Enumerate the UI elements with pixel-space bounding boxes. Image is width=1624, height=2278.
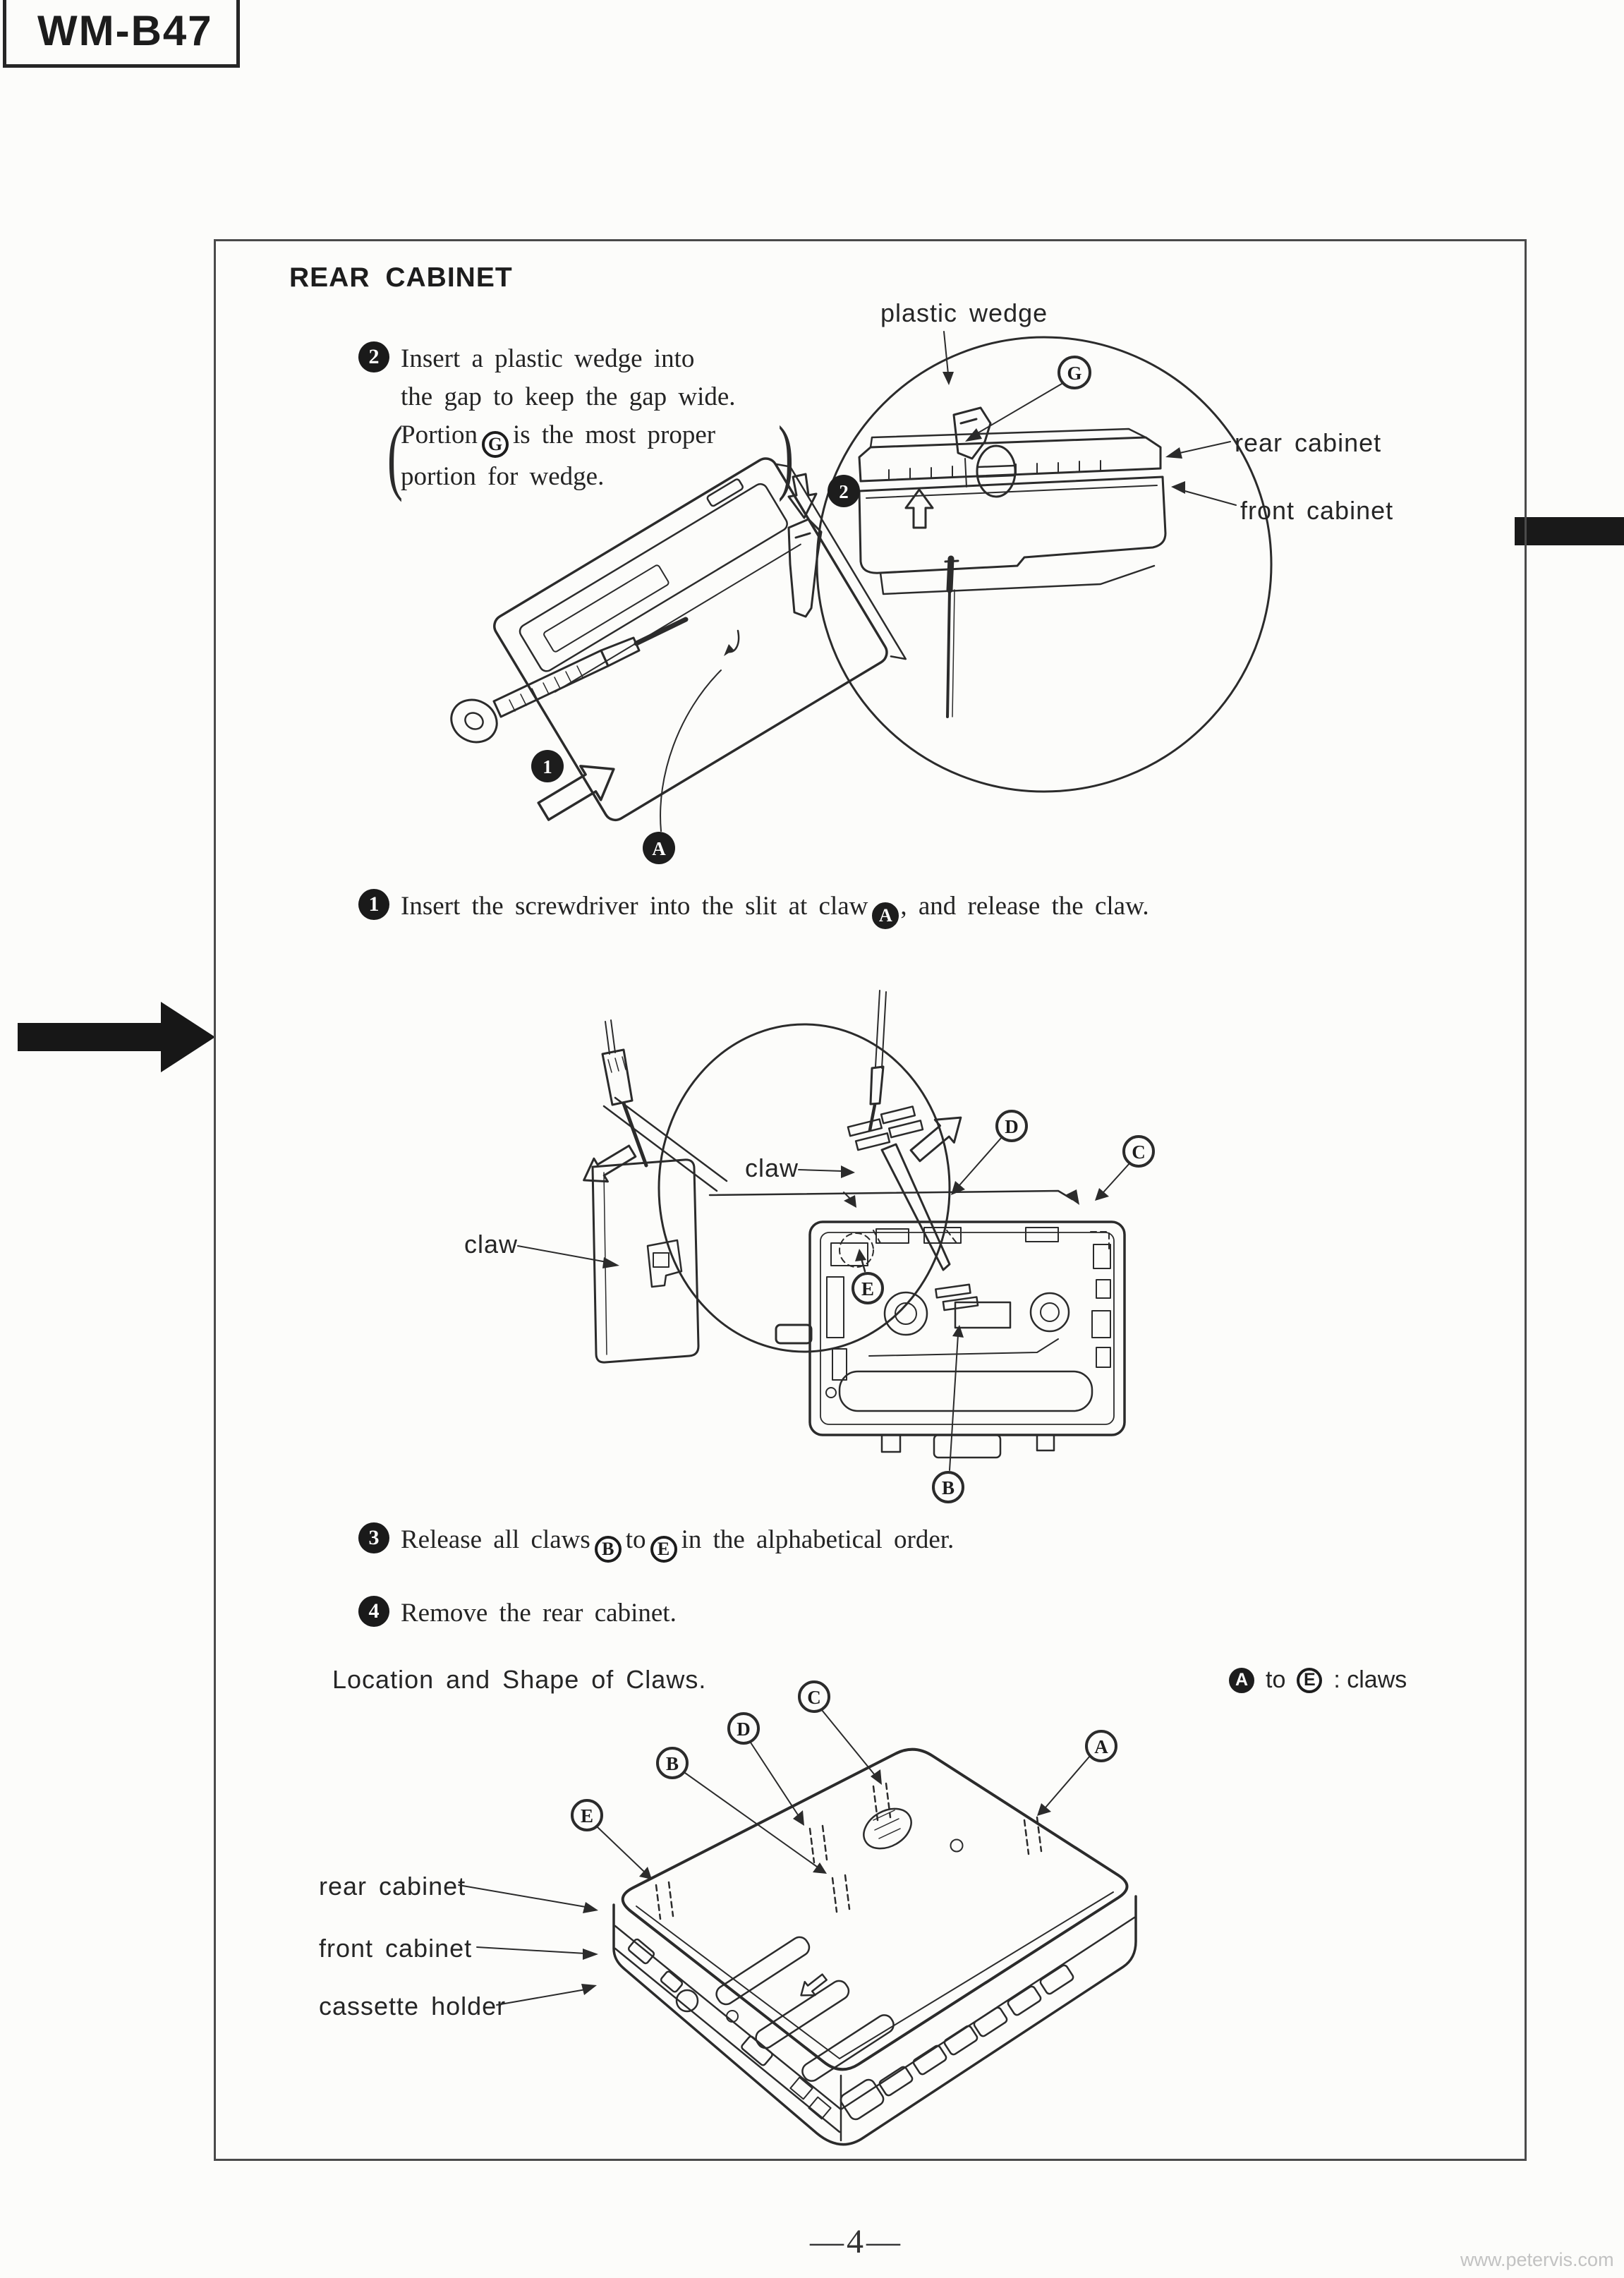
legend-suffix: : claws (1333, 1666, 1407, 1693)
rear-cabinet-label: rear cabinet (319, 1872, 466, 1901)
rewind-arrow-icon (800, 1973, 828, 1997)
step-2-marker: 2 (358, 341, 389, 372)
claw-detail (847, 1105, 924, 1151)
claw-e-marker: E (571, 1799, 652, 1879)
svg-text:E: E (581, 1805, 593, 1826)
chassis-rear-view (775, 1220, 1126, 1459)
screwdriver-side (601, 1019, 648, 1168)
front-cabinet-label: front cabinet (1240, 496, 1393, 525)
step-3-text-mid: to (625, 1525, 646, 1554)
step-1-text-after: , and release the claw. (900, 892, 1149, 921)
figure-step-1-marker: 1 (531, 750, 564, 782)
figure-step-2-marker: 2 (828, 475, 860, 507)
svg-text:B: B (942, 1477, 955, 1498)
claw-e-reference: E (650, 1536, 677, 1563)
svg-text:D: D (737, 1719, 751, 1740)
step-2-line-3-text-after: is the most proper (512, 420, 716, 449)
release-direction-arrow-icon (909, 1116, 962, 1163)
svg-text:2: 2 (839, 481, 849, 502)
claw-b-marker: B (656, 1747, 827, 1874)
svg-text:D: D (1005, 1116, 1019, 1137)
device-top-face (621, 1747, 1129, 2082)
screwdriver (450, 617, 689, 744)
walkman-unit (493, 457, 907, 822)
cassette-holder-label: cassette holder (319, 1992, 506, 2020)
plastic-wedge-shape (787, 518, 823, 618)
svg-text:A: A (1094, 1736, 1108, 1757)
step-1-marker: 1 (358, 889, 389, 920)
portion-g-callout: G (965, 356, 1091, 442)
model-number: WM-B47 (37, 7, 213, 54)
step-3-text: Release all claws (401, 1525, 590, 1554)
step-4-instruction: 4 Remove the rear cabinet. (358, 1594, 677, 1632)
portion-g-shape (976, 444, 1017, 498)
screwdriver-top (868, 990, 887, 1132)
claw-location-pointer (708, 1189, 1079, 1208)
claw-label-top: claw (745, 1153, 799, 1182)
figure-claw-release: claw claw (464, 990, 1155, 1503)
claw-a-marker: A (1037, 1730, 1117, 1816)
claw-pointer-wedge (880, 1143, 951, 1271)
content-frame (214, 239, 1527, 2161)
figure-claw-locations: C D B A E rear cabinet (319, 1680, 1137, 2146)
edge-index-bar (1515, 517, 1624, 545)
insert-down-arrow-icon (787, 473, 818, 519)
cabinet-cross-section (858, 406, 1167, 718)
model-number-box: WM-B47 (3, 0, 240, 68)
svg-text:1: 1 (543, 756, 552, 777)
step-1-text: Insert the screwdriver into the slit at … (401, 892, 868, 921)
push-direction-arrow-icon (537, 765, 615, 821)
svg-text:E: E (861, 1278, 874, 1299)
parenthesis-open: ( (387, 408, 403, 502)
claw-label-left: claw (464, 1230, 518, 1259)
step-2-line-1: Insert a plastic wedge into (401, 344, 695, 373)
figure-wedge-insertion: 1 2 A plastic wedge G rear cabinet (450, 298, 1393, 864)
legend-claw-e: E (1297, 1667, 1323, 1693)
portion-g-reference: G (481, 431, 509, 458)
detail-circle (816, 336, 1273, 793)
claw-a-marker: A (643, 832, 675, 864)
device-lower-body (612, 1895, 1137, 2146)
claw-d-marker: D (951, 1110, 1028, 1195)
claw-e-marker: E (852, 1249, 884, 1304)
step-2-instruction: 2 Insert a plastic wedge into the gap to… (358, 340, 736, 496)
step-1-instruction: 1 Insert the screwdriver into the slit a… (358, 887, 1149, 929)
claws-legend: A to E : claws (1225, 1666, 1414, 1694)
legend-claw-a: A (1229, 1667, 1254, 1693)
page-index-arrow-icon (18, 1002, 215, 1072)
claw-b-marker: B (932, 1325, 964, 1503)
step-4-text: Remove the rear cabinet. (401, 1599, 677, 1628)
claws-location-heading: Location and Shape of Claws. (332, 1665, 707, 1694)
svg-text:C: C (807, 1687, 821, 1708)
watermark: www.petervis.com (1460, 2249, 1614, 2270)
rear-cabinet-label: rear cabinet (1235, 428, 1381, 457)
step-2-line-4: portion for wedge. (401, 462, 605, 491)
claw-b-reference: B (594, 1536, 622, 1563)
pry-direction-arrow-icon (583, 1144, 637, 1183)
step-2-line-2: the gap to keep the gap wide. (401, 382, 736, 411)
magnifier-circle (658, 1023, 951, 1353)
svg-text:G: G (1067, 363, 1081, 384)
page-number: —4— (810, 2223, 903, 2260)
claw-a-reference: A (872, 902, 899, 929)
step-4-marker: 4 (358, 1596, 389, 1627)
step-2-line-3-text: Portion (401, 420, 478, 449)
section-title: REAR CABINET (289, 262, 513, 293)
legend-to: to (1266, 1666, 1286, 1693)
claw-d-marker: D (727, 1712, 804, 1826)
step-3-text-after: in the alphabetical order. (681, 1525, 955, 1554)
claw-c-marker: C (1095, 1135, 1155, 1201)
up-arrow-icon (904, 488, 934, 529)
plastic-wedge-label: plastic wedge (880, 298, 1048, 327)
front-cabinet-label: front cabinet (319, 1934, 472, 1963)
step-3-marker: 3 (358, 1522, 389, 1553)
claw-a-leader (660, 670, 722, 832)
claw-c-marker: C (798, 1680, 882, 1785)
svg-text:C: C (1132, 1141, 1146, 1163)
svg-text:B: B (666, 1753, 679, 1774)
side-view-body (591, 1096, 728, 1364)
svg-text:A: A (652, 838, 666, 859)
